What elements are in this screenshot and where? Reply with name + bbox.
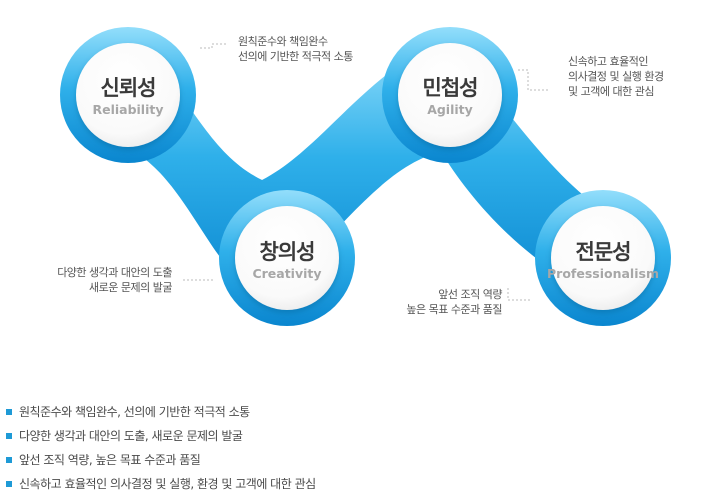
node-title-agility: 민첩성 — [422, 76, 479, 100]
node-ring-reliability — [60, 27, 196, 163]
node-ring-agility — [382, 27, 518, 163]
node-title-reliability: 신뢰성 — [100, 76, 157, 100]
note-line: 높은 목표 수준과 품질 — [406, 303, 502, 316]
list-item: 다양한 생각과 대안의 도출, 새로운 문제의 발굴 — [6, 424, 316, 448]
bullet-square-icon — [6, 481, 12, 487]
note-line: 앞선 조직 역량 — [438, 288, 502, 301]
value-summary-list: 원칙준수와 책임완수, 선의에 기반한 적극적 소통 다양한 생각과 대안의 도… — [6, 400, 316, 496]
bullet-square-icon — [6, 409, 12, 415]
note-creativity: 다양한 생각과 대안의 도출 새로운 문제의 발굴 — [57, 265, 172, 295]
note-line: 선의에 기반한 적극적 소통 — [238, 50, 353, 63]
list-item-text: 원칙준수와 책임완수, 선의에 기반한 적극적 소통 — [19, 405, 250, 419]
list-item: 원칙준수와 책임완수, 선의에 기반한 적극적 소통 — [6, 400, 316, 424]
bullet-square-icon — [6, 457, 12, 463]
note-line: 및 고객에 대한 관심 — [568, 85, 654, 98]
core-values-diagram — [60, 27, 671, 326]
node-subtitle-professionalism: Professionalism — [547, 266, 659, 281]
note-line: 새로운 문제의 발굴 — [89, 281, 172, 294]
note-line: 의사결정 및 실행 환경 — [568, 70, 664, 83]
leader-agility — [518, 69, 548, 91]
note-reliability: 원칙준수와 책임완수 선의에 기반한 적극적 소통 — [238, 34, 353, 64]
note-agility: 신속하고 효율적인 의사결정 및 실행 환경 및 고객에 대한 관심 — [568, 54, 664, 99]
list-item: 앞선 조직 역량, 높은 목표 수준과 품질 — [6, 448, 316, 472]
leader-lines — [183, 43, 548, 301]
node-subtitle-agility: Agility — [427, 102, 473, 117]
note-line: 원칙준수와 책임완수 — [238, 35, 328, 48]
list-item: 신속하고 효율적인 의사결정 및 실행, 환경 및 고객에 대한 관심 — [6, 472, 316, 496]
node-ring-creativity — [219, 190, 355, 326]
note-professionalism: 앞선 조직 역량 높은 목표 수준과 품질 — [406, 287, 502, 317]
node-ring-professionalism — [535, 190, 671, 326]
note-line: 신속하고 효율적인 — [568, 55, 648, 68]
list-item-text: 앞선 조직 역량, 높은 목표 수준과 품질 — [19, 453, 201, 467]
node-title-professionalism: 전문성 — [575, 240, 632, 264]
leader-professionalism — [507, 288, 530, 301]
leader-reliability — [200, 43, 228, 49]
node-subtitle-reliability: Reliability — [92, 102, 164, 117]
list-item-text: 다양한 생각과 대안의 도출, 새로운 문제의 발굴 — [19, 429, 243, 443]
list-item-text: 신속하고 효율적인 의사결정 및 실행, 환경 및 고객에 대한 관심 — [19, 477, 316, 491]
node-subtitle-creativity: Creativity — [252, 266, 322, 281]
note-line: 다양한 생각과 대안의 도출 — [57, 266, 172, 279]
node-title-creativity: 창의성 — [259, 240, 316, 264]
bullet-square-icon — [6, 433, 12, 439]
